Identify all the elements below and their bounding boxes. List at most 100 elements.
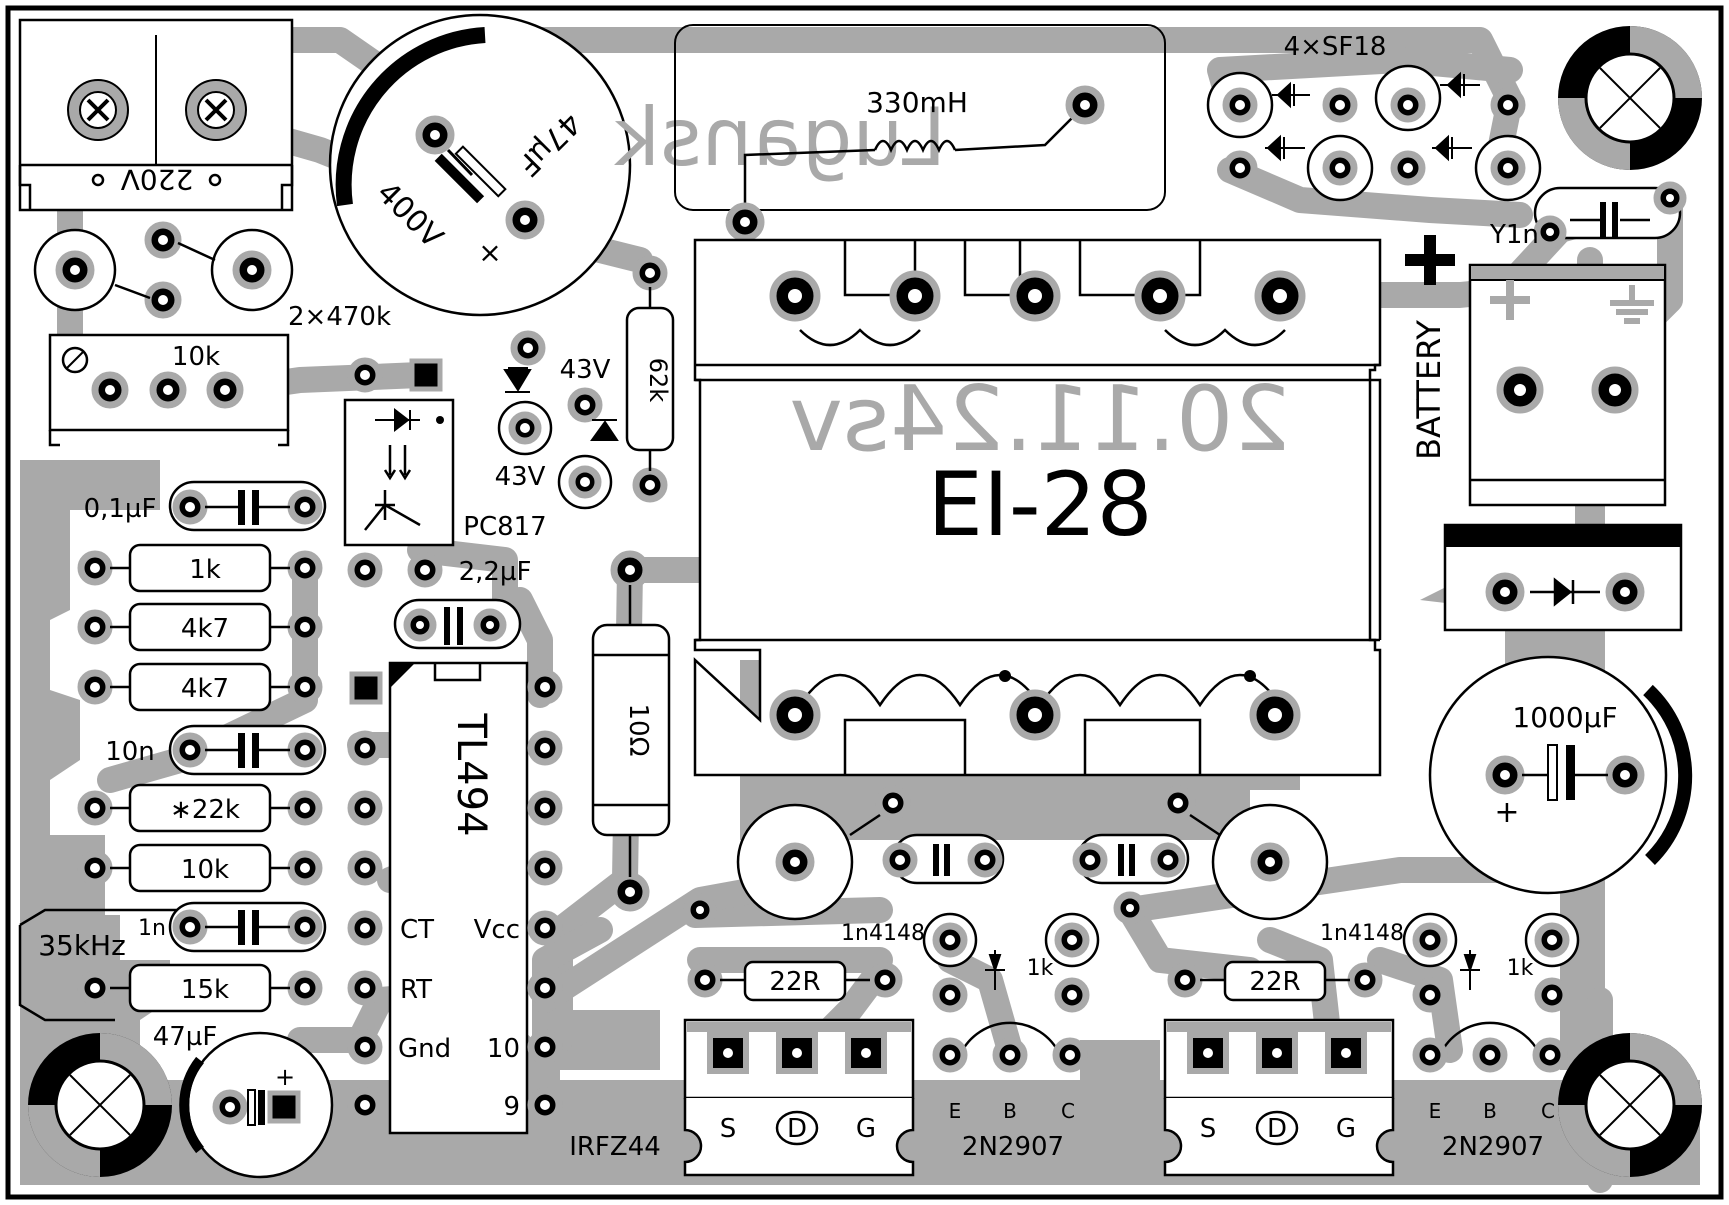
diodes-label: 4×SF18: [1284, 32, 1387, 62]
driver-right-1k: 1k: [1507, 956, 1534, 981]
driver-right-pin-b: B: [1483, 1099, 1497, 1123]
resistor-22k: ∗22k: [77, 783, 323, 833]
driver-right-diode: 1n4148: [1320, 921, 1404, 946]
mosfet-right-pin-d: D: [1267, 1114, 1287, 1144]
driver-left-22r: 22R: [769, 967, 820, 997]
bulk-capacitor: 47µF 400V ×: [328, 13, 632, 317]
ic-part-number: TL494: [448, 712, 494, 836]
resistor-15k-label: 15k: [181, 975, 229, 1005]
capacitor-0-1uf-label: 0,1µF: [84, 494, 157, 524]
capacitor-47uf-plus: +: [275, 1063, 295, 1091]
capacitor-10n-label: 10n: [105, 737, 155, 767]
driver-right-pin-e: E: [1429, 1099, 1442, 1123]
capacitor-2-2uf-label: 2,2µF: [459, 557, 532, 587]
resistor-62k: 62k: [625, 255, 675, 503]
driver-left-pin-b: B: [1003, 1099, 1017, 1123]
inductor-value: 330mH: [866, 86, 968, 119]
driver-right-22r: 22R: [1249, 967, 1300, 997]
board-outline: [5, 5, 1724, 1200]
ic-pin-gnd: Gnd: [398, 1034, 451, 1064]
capacitor-1n-label: 1n: [138, 916, 166, 941]
ic-pin-ct: CT: [400, 915, 434, 945]
resistor-10k-label: 10k: [181, 855, 229, 885]
resistor-1k-label: 1k: [189, 555, 221, 585]
mosfet-right-pin-s: S: [1200, 1114, 1217, 1144]
battery-connector: BATTERY: [1410, 263, 1667, 507]
capacitor-2-2uf: 2,2µF: [393, 557, 532, 650]
resistor-62k-label: 62k: [644, 358, 672, 403]
zener-diodes: 43V 43V: [495, 330, 619, 510]
zener-top-label: 43V: [560, 355, 611, 385]
resistor-15k: 15k: [77, 963, 323, 1013]
capacitor-47uf-small: 47µF +: [153, 1022, 334, 1179]
resistor-22k-label: ∗22k: [170, 795, 240, 825]
controller-ic: TL494 CT RT Gnd Vcc 10 9: [347, 661, 563, 1135]
driver-right: 22R 1n4148 1k E B C 2N2907 S D G: [1072, 785, 1580, 1177]
capacitor-0-1uf: 0,1µF: [84, 480, 327, 532]
diode-2: [1374, 64, 1526, 132]
reverse-diode-block: [1443, 523, 1683, 632]
battery-plus-mark: [1405, 235, 1455, 285]
driver-left-pin-c: C: [1061, 1099, 1075, 1123]
resistor-4k7-a-label: 4k7: [181, 614, 229, 644]
rectifier-diodes: 4×SF18: [1206, 32, 1542, 202]
driver-left-transistor: 2N2907: [962, 1132, 1064, 1162]
capacitor-1n: 1n: [138, 901, 327, 953]
driver-right-pin-c: C: [1541, 1099, 1555, 1123]
resistor-pair-470k: 2×470k: [33, 221, 391, 332]
transformer: 20.11.24sv EI-28: [693, 238, 1382, 777]
frequency-label: 35kHz: [38, 929, 126, 962]
inductor: 330mH: [674, 24, 1166, 242]
transformer-core: EI-28: [927, 453, 1152, 556]
output-capacitor-value: 1000µF: [1512, 701, 1617, 734]
diode-3: [1222, 134, 1374, 202]
optocoupler: PC817: [343, 357, 547, 588]
output-capacitor: 1000µF +: [1428, 655, 1693, 895]
driver-left-diode: 1n4148: [841, 921, 925, 946]
y-capacitor: Y1n: [1489, 181, 1687, 250]
optocoupler-label: PC817: [463, 512, 546, 542]
driver-right-transistor: 2N2907: [1442, 1132, 1544, 1162]
driver-left-1k: 1k: [1027, 956, 1054, 981]
output-capacitor-plus: +: [1494, 795, 1519, 830]
mosfet-right-pin-g: G: [1336, 1114, 1356, 1144]
zener-bottom-label: 43V: [495, 462, 546, 492]
driver-left: 22R 1n4148 1k E B C 2N2907 S D G IRFZ44: [569, 785, 1100, 1177]
battery-label: BATTERY: [1410, 320, 1448, 460]
resistor-4k7-a: 4k7: [77, 602, 323, 652]
transformer-date-code: 20.11.24sv: [790, 367, 1291, 472]
mosfet-left-pin-s: S: [720, 1114, 737, 1144]
capacitor-10n: 10n: [105, 724, 327, 776]
mounting-hole-top-right: [1558, 26, 1702, 170]
resistor-10-ohm: 10Ω: [591, 550, 671, 912]
ic-pin-vcc: Vcc: [474, 915, 520, 945]
polarity-mark: ×: [478, 236, 501, 269]
diode-1: [1206, 71, 1358, 139]
mosfet-left-pin-g: G: [856, 1114, 876, 1144]
ic-pin-9: 9: [503, 1092, 520, 1122]
mosfet-left-pin-d: D: [787, 1114, 807, 1144]
resistor-4k7-b: 4k7: [77, 662, 323, 712]
mosfet-part: IRFZ44: [569, 1132, 661, 1162]
connector-220v: 220V: [18, 18, 294, 212]
resistor-10-ohm-label: 10Ω: [623, 704, 653, 757]
mounting-hole-bottom-left: [28, 1033, 172, 1177]
resistor-1k: 1k: [77, 543, 323, 593]
y-capacitor-label: Y1n: [1489, 220, 1539, 250]
ic-pin-rt: RT: [400, 975, 432, 1005]
ground-icon: [1610, 285, 1654, 324]
board-signature: Lugansk: [613, 91, 946, 184]
driver-left-pin-e: E: [949, 1099, 962, 1123]
diode-4: [1390, 134, 1542, 202]
resistor-pair-label: 2×470k: [288, 302, 391, 332]
resistor-10k: 10k: [77, 843, 323, 893]
resistor-4k7-b-label: 4k7: [181, 674, 229, 704]
left-passives: 0,1µF 1k 4k7 4k7: [18, 480, 334, 1179]
ic-pin-10: 10: [487, 1034, 520, 1064]
mounting-hole-bottom-right: [1558, 1033, 1702, 1177]
trimmer-label: 10k: [172, 342, 220, 372]
trimmer-10k: 10k: [48, 333, 290, 447]
capacitor-47uf-label: 47µF: [153, 1022, 218, 1052]
voltage-label: 220V: [121, 163, 194, 196]
